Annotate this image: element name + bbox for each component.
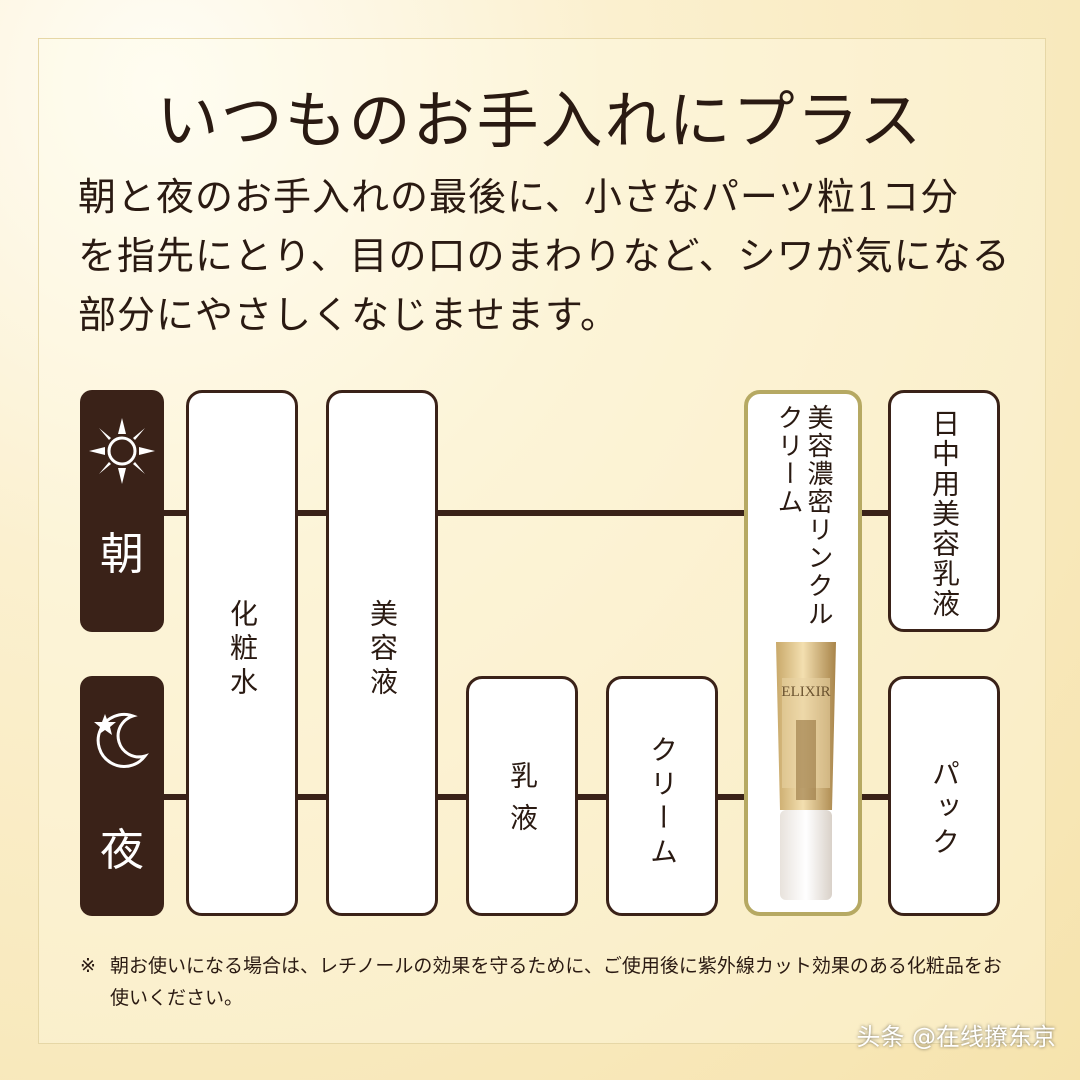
sun-icon <box>89 418 155 484</box>
morning-label: 朝 <box>100 529 144 580</box>
step-product-highlight: 美容濃密リンクルクリーム ELIXIR <box>744 390 862 916</box>
step-day-emulsion-label: 日中用美容乳液 <box>928 409 961 619</box>
footnote-mark: ※ <box>80 955 96 977</box>
morning-line <box>160 510 890 516</box>
night-label-box: 夜 <box>80 676 164 916</box>
step-cream: クリーム <box>606 676 718 916</box>
watermark: 头条 @在线撩东京 <box>856 1023 1056 1051</box>
description-line-1: 朝と夜のお手入れの最後に、小さなパーツ粒1コ分 <box>78 175 960 219</box>
headline: いつものお手入れにプラス <box>156 84 924 157</box>
step-serum-label: 美容液 <box>366 599 399 701</box>
morning-label-box: 朝 <box>80 390 164 632</box>
step-mask: パック <box>888 676 1000 916</box>
step-mask-label: パック <box>928 759 961 861</box>
night-label: 夜 <box>100 825 144 876</box>
step-product-label: 美容濃密リンクルクリーム <box>773 404 833 628</box>
step-emulsion: 乳液 <box>466 676 578 916</box>
footnote-text: 朝お使いになる場合は、レチノールの効果を守るために、ご使用後に紫外線カット効果の… <box>110 955 1002 1009</box>
product-tube-image: ELIXIR <box>776 642 836 900</box>
step-serum: 美容液 <box>326 390 438 916</box>
footnote: ※ 朝お使いになる場合は、レチノールの効果を守るために、ご使用後に紫外線カット効… <box>80 950 1020 1014</box>
product-brand: ELIXIR <box>781 684 830 700</box>
step-lotion: 化粧水 <box>186 390 298 916</box>
step-day-emulsion: 日中用美容乳液 <box>888 390 1000 632</box>
step-lotion-label: 化粧水 <box>226 599 259 701</box>
moon-star-icon <box>94 712 149 768</box>
step-emulsion-label: 乳液 <box>506 761 539 845</box>
description-line-3: 部分にやさしくなじませます。 <box>78 293 620 337</box>
step-cream-label: クリーム <box>646 735 679 871</box>
description: 朝と夜のお手入れの最後に、小さなパーツ粒1コ分 を指先にとり、目の口のまわりなど… <box>78 168 1018 345</box>
description-line-2: を指先にとり、目の口のまわりなど、シワが気になる <box>78 234 1011 278</box>
